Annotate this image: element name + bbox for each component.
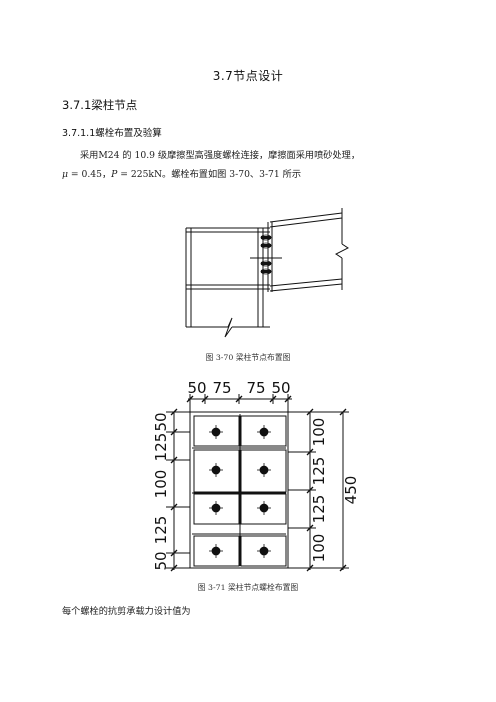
left-dim-5: 50	[152, 551, 170, 570]
separator: ，	[101, 169, 112, 180]
subsection-title: 3.7.1梁柱节点	[62, 98, 138, 112]
left-dim-4: 125	[152, 516, 170, 545]
mu-value: = 0.45	[67, 169, 102, 180]
figure-3-70-caption: 图 3-70 梁柱节点布置图	[205, 353, 291, 362]
left-dim-3: 100	[152, 470, 170, 499]
right-dim-1: 100	[310, 418, 328, 447]
top-dim-4: 50	[271, 379, 290, 397]
p-value: = 225kN	[117, 169, 163, 180]
mu-symbol: μ	[62, 169, 68, 180]
p-symbol: P	[111, 169, 118, 180]
paragraph-3: 每个螺栓的抗剪承载力设计值为	[62, 606, 191, 617]
left-dim-1: 50	[152, 412, 170, 431]
paragraph-2: μ = 0.45，P = 225kN。螺栓布置如图 3-70、3-71 所示	[62, 166, 301, 180]
right-dim-4: 100	[310, 534, 328, 563]
left-dim-2: 125	[152, 433, 170, 462]
top-dim-1: 50	[187, 379, 206, 397]
right-dim-2: 125	[310, 457, 328, 486]
paragraph-2-rest: 。螺栓布置如图 3-70、3-71 所示	[162, 169, 302, 180]
subsubsection-title: 3.7.1.1螺栓布置及验算	[62, 128, 162, 139]
paragraph-1: 采用M24 的 10.9 级摩擦型高强度螺栓连接，摩擦面采用喷砂处理，	[80, 150, 361, 161]
top-dim-2: 75	[212, 379, 231, 397]
section-title: 3.7节点设计	[212, 69, 284, 83]
right-dim-3: 125	[310, 495, 328, 524]
overall-height-dim: 450	[342, 476, 360, 505]
figure-3-71-caption: 图 3-71 梁柱节点螺栓布置图	[197, 583, 299, 592]
top-dim-3: 75	[246, 379, 265, 397]
